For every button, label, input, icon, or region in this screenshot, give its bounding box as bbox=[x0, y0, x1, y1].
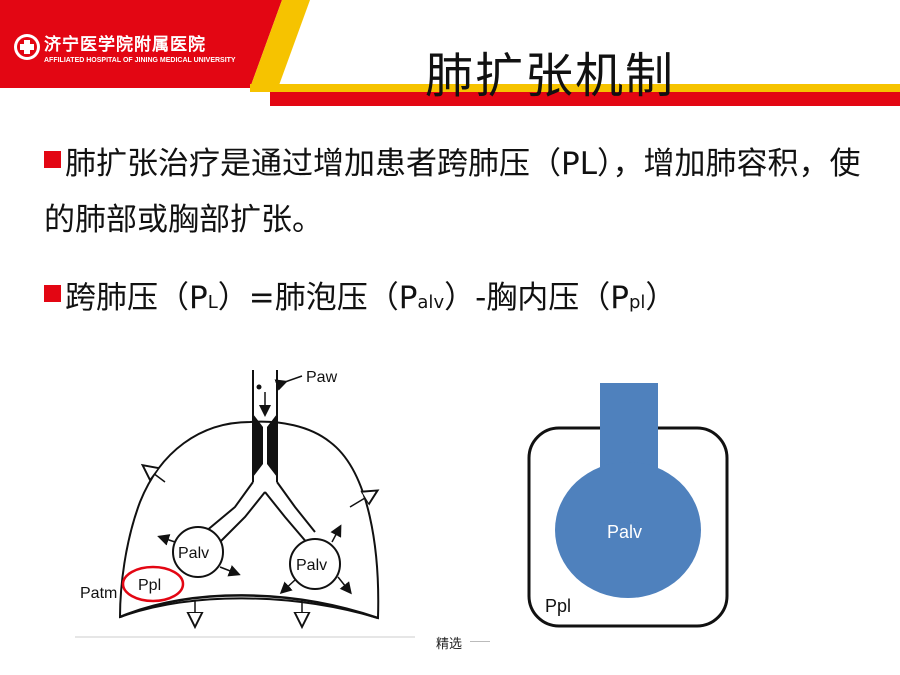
lung-diagram-svg: Paw Palv Palv Ppl Patm bbox=[75, 369, 415, 638]
alveolus-right bbox=[289, 538, 341, 590]
hospital-emblem-icon bbox=[14, 34, 40, 60]
formula-sub-pl: pl bbox=[628, 292, 646, 313]
slide-title: 肺扩张机制 bbox=[425, 48, 676, 104]
formula-sub-alv: alv bbox=[417, 292, 445, 313]
bullet-item-1: 肺扩张治疗是通过增加患者跨肺压（PL），增加肺容积，使的肺部或胸部扩张。 bbox=[44, 136, 864, 248]
alveolus-left bbox=[172, 526, 224, 578]
formula-sub-l: L bbox=[207, 292, 218, 313]
label-ppl: Ppl bbox=[138, 577, 161, 594]
hospital-name-cn: 济宁医学院附属医院 bbox=[44, 35, 206, 54]
header-banner: 济宁医学院附属医院 AFFILIATED HOSPITAL OF JINING … bbox=[0, 0, 900, 110]
label-patm: Patm bbox=[80, 585, 117, 602]
formula-part-c: ）-胸内压（P bbox=[444, 280, 629, 316]
alveolus-schematic-svg: Palv Ppl bbox=[527, 383, 729, 628]
footer-text: 精选 bbox=[436, 637, 463, 652]
trachea-constriction bbox=[253, 414, 263, 477]
lung-outline bbox=[118, 420, 380, 620]
formula-part-b: ）=肺泡压（P bbox=[217, 280, 418, 316]
bullet-square-icon bbox=[44, 151, 61, 168]
label-ppl-right: Ppl bbox=[545, 596, 571, 616]
alveolus-schematic: Palv Ppl bbox=[525, 380, 735, 630]
footer-line bbox=[470, 641, 490, 642]
formula-part-a: 跨肺压（P bbox=[65, 280, 208, 316]
hospital-name-en: AFFILIATED HOSPITAL OF JINING MEDICAL UN… bbox=[44, 57, 236, 64]
ppl-highlight-circle bbox=[121, 565, 185, 603]
alveolus-shape bbox=[555, 462, 701, 598]
bullet-1-text: 肺扩张治疗是通过增加患者跨肺压（PL），增加肺容积，使的肺部或胸部扩张。 bbox=[44, 146, 861, 238]
label-palv: Palv bbox=[607, 522, 642, 542]
header-stripes bbox=[0, 0, 900, 106]
lung-pressure-diagram: Paw Palv Palv Ppl Patm bbox=[70, 352, 420, 647]
formula-part-d: ） bbox=[645, 280, 677, 316]
label-palv-left: Palv bbox=[178, 545, 209, 562]
diaphragm-line bbox=[119, 594, 379, 620]
bullet-item-2: 跨肺压（PL）=肺泡压（Palv）-胸内压（Ppl） bbox=[44, 270, 676, 331]
label-paw: Paw bbox=[306, 369, 338, 386]
bullet-square-icon bbox=[44, 285, 61, 302]
label-palv-right: Palv bbox=[296, 557, 327, 574]
hospital-logo: 济宁医学院附属医院 AFFILIATED HOSPITAL OF JINING … bbox=[44, 30, 236, 64]
